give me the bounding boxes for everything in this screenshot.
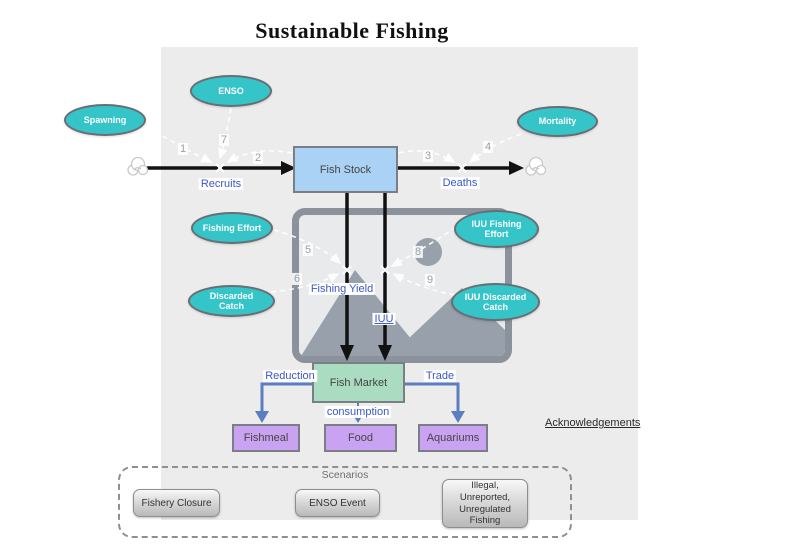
- variable-label: Fishing Effort: [202, 222, 262, 233]
- link-number-4: 4: [482, 140, 494, 154]
- clouds: [127, 156, 547, 176]
- stock-fishmeal[interactable]: Fishmeal: [232, 424, 300, 452]
- link-number-1: 1: [177, 142, 189, 156]
- enso-event-button[interactable]: ENSO Event: [295, 489, 380, 517]
- variable-label: ENSO: [218, 85, 244, 96]
- variable-iuu-discarded-catch[interactable]: IUU Discarded Catch: [451, 283, 540, 321]
- stock-food[interactable]: Food: [324, 424, 397, 452]
- flow-arrowhead-trade: [451, 411, 465, 423]
- flow-arrowhead-recruits: [281, 161, 296, 175]
- flow-label-fishing-yield[interactable]: Fishing Yield: [308, 282, 376, 296]
- variable-mortality[interactable]: Mortality: [517, 106, 598, 137]
- iuu-fishing-button[interactable]: Illegal, Unreported, Unregulated Fishing: [442, 479, 528, 528]
- variable-iuu-fishing-effort[interactable]: IUU Fishing Effort: [454, 210, 539, 248]
- stock-fish-market[interactable]: Fish Market: [312, 362, 405, 403]
- link-number-2: 2: [252, 151, 264, 165]
- flow-line-trade: [405, 382, 460, 411]
- link-number-7: 7: [218, 133, 230, 147]
- link-spawning-recruits: [146, 126, 213, 163]
- link-number-9: 9: [424, 273, 436, 287]
- scenarios-panel-title: Scenarios: [321, 469, 369, 481]
- flow-label-deaths[interactable]: Deaths: [440, 176, 480, 190]
- link-iuudiscarded-iuu: [392, 273, 456, 296]
- link-discardedcatch-yield: [270, 273, 340, 293]
- sink-cloud-icon: [525, 156, 547, 176]
- flow-label-consumption[interactable]: consumption: [324, 405, 392, 419]
- variable-enso[interactable]: ENSO: [190, 75, 272, 107]
- scenarios-panel: Scenarios Fishery Closure ENSO Event Ill…: [118, 466, 572, 538]
- link-number-3: 3: [422, 149, 434, 163]
- link-mortality-deaths: [468, 133, 522, 164]
- flow-label-iuu[interactable]: IUU: [372, 312, 396, 326]
- flow-arrowhead-iuu: [378, 345, 392, 361]
- stock-fish-stock[interactable]: Fish Stock: [293, 146, 398, 193]
- variable-label: Mortality: [538, 116, 577, 127]
- flow-valves: [215, 163, 467, 275]
- variable-spawning[interactable]: Spawning: [64, 104, 146, 136]
- page-title: Sustainable Fishing: [255, 18, 449, 43]
- variable-label: Spawning: [83, 114, 127, 125]
- fishery-closure-button[interactable]: Fishery Closure: [133, 489, 220, 517]
- variable-label: IUU Fishing Effort: [471, 218, 522, 239]
- flow-line-reduction: [260, 382, 312, 411]
- influence-links: [146, 107, 522, 296]
- link-number-8: 8: [412, 245, 424, 259]
- flow-arrowhead-fishing-yield: [340, 345, 354, 361]
- flow-arrowhead-deaths: [509, 161, 524, 175]
- flow-arrowhead-reduction: [255, 411, 269, 423]
- stock-aquariums[interactable]: Aquariums: [418, 424, 488, 452]
- link-number-6: 6: [291, 272, 303, 286]
- variable-label: Discarded Catch: [209, 290, 254, 311]
- source-cloud-icon: [127, 156, 149, 176]
- variable-label: IUU Discarded Catch: [464, 291, 527, 312]
- acknowledgements-link[interactable]: Acknowledgements: [545, 417, 641, 429]
- variable-discarded-catch[interactable]: Discarded Catch: [188, 285, 275, 317]
- link-number-5: 5: [302, 243, 314, 257]
- variable-fishing-effort[interactable]: Fishing Effort: [191, 212, 273, 244]
- link-iuueffort-iuu: [390, 226, 457, 267]
- flow-label-trade[interactable]: Trade: [423, 369, 457, 383]
- flow-label-reduction[interactable]: Reduction: [263, 369, 317, 383]
- flow-label-recruits[interactable]: Recruits: [198, 177, 244, 191]
